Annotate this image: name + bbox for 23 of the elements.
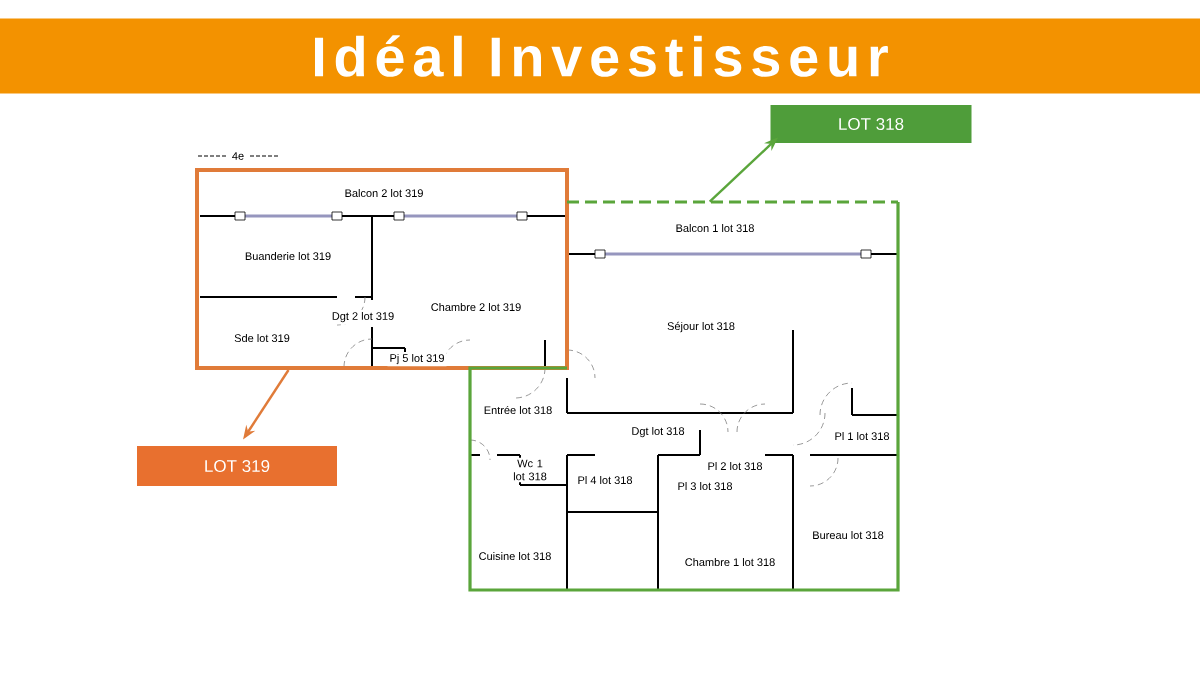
- room-label: Pl 4 lot 318: [575, 473, 635, 487]
- room-label: Pl 2 lot 318: [705, 459, 765, 473]
- room-label: Wc 1 lot 318: [510, 457, 550, 483]
- room-label: Chambre 1 lot 318: [682, 555, 778, 569]
- room-label: Séjour lot 318: [665, 319, 737, 335]
- room-label: Cuisine lot 318: [476, 549, 554, 563]
- room-label: Balcon 1 lot 318: [673, 221, 757, 235]
- floor-label: 4e: [232, 152, 244, 160]
- room-label: Bureau lot 318: [810, 528, 886, 542]
- room-label: Balcon 2 lot 319: [342, 186, 426, 200]
- room-label: Chambre 2 lot 319: [428, 300, 524, 314]
- room-label: Pl 1 lot 318: [832, 429, 892, 443]
- room-label: Pl 3 lot 318: [675, 479, 735, 493]
- room-label: Dgt lot 318: [629, 424, 687, 440]
- lot-outline: [195, 168, 569, 370]
- room-label: Sde lot 319: [232, 331, 292, 345]
- room-label: Dgt 2 lot 319: [329, 309, 397, 325]
- room-label: Pj 5 lot 319: [387, 351, 447, 367]
- room-label: Entrée lot 318: [481, 403, 555, 417]
- room-label: Buanderie lot 319: [242, 249, 334, 263]
- lot-tag: LOT 318: [770, 105, 972, 143]
- title-banner: Idéal Investisseur: [0, 18, 1200, 94]
- lot-tag: LOT 319: [137, 446, 337, 486]
